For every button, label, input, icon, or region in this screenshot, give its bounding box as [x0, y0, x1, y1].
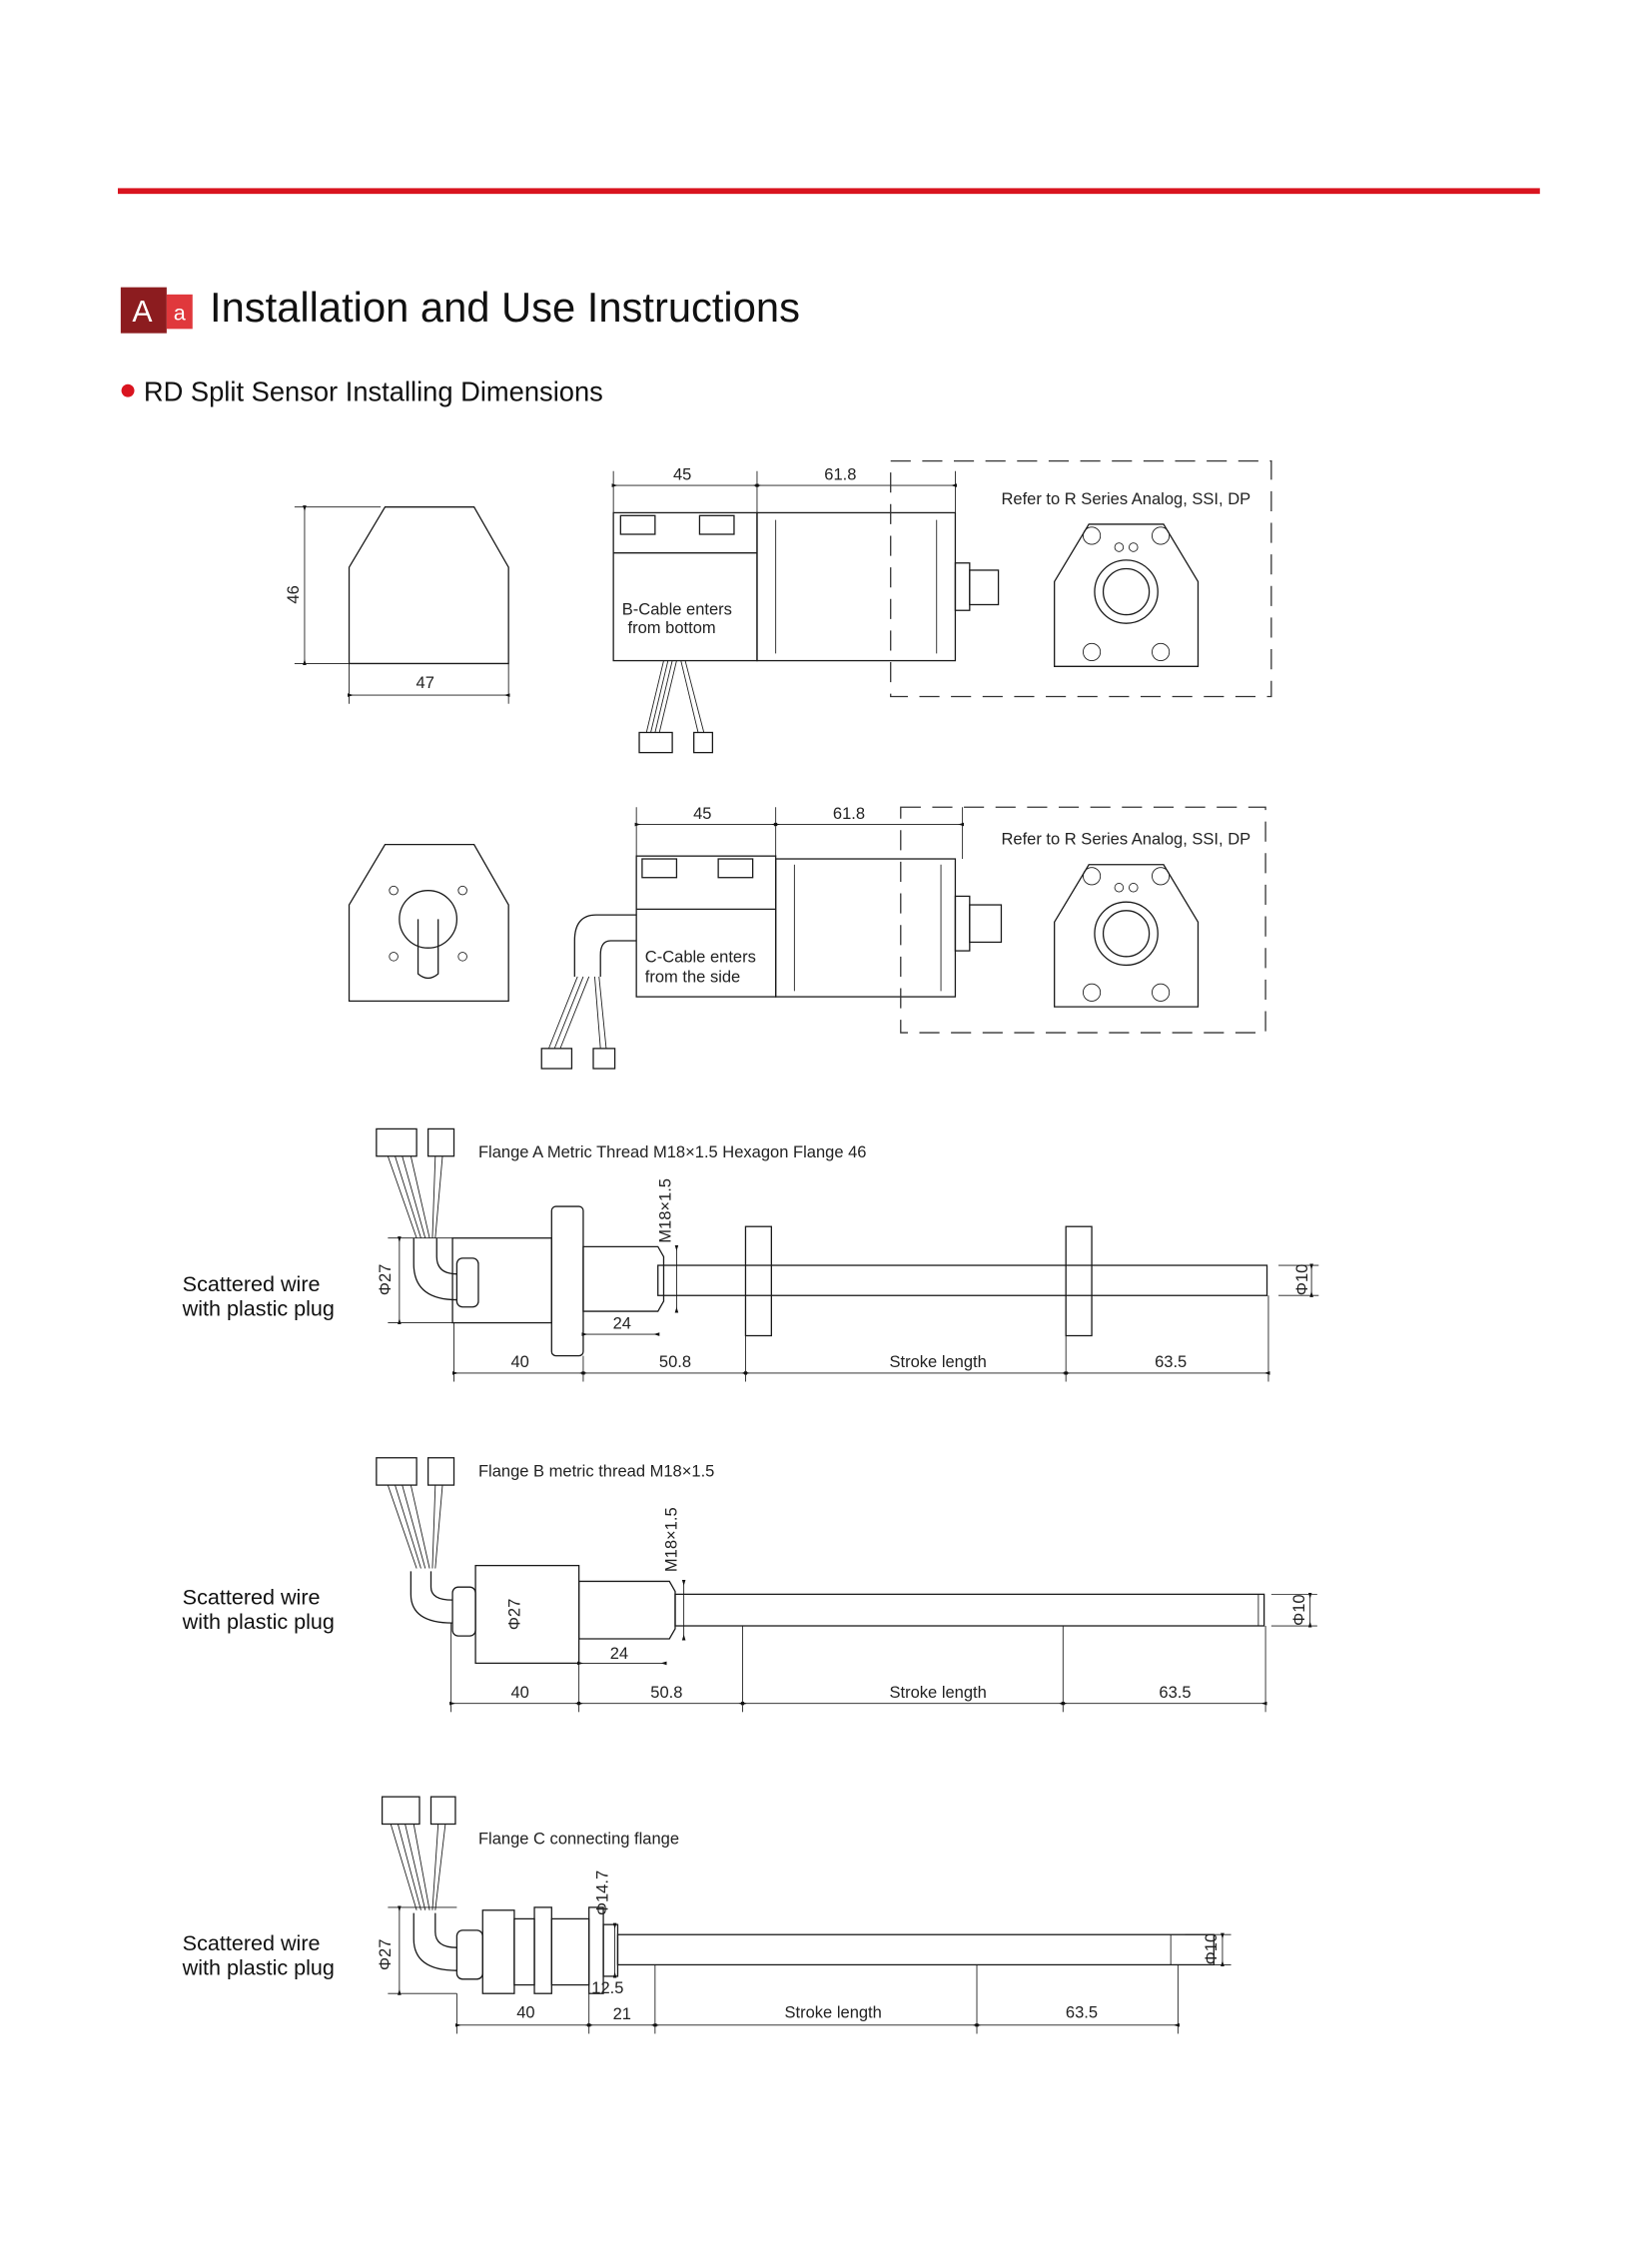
side-label-line1: Scattered wire — [183, 1930, 321, 1955]
view-b-sensor: B-Cable enters from bottom 45 61.8 — [611, 464, 1000, 754]
plug-icon — [638, 731, 673, 754]
plug-icon — [381, 1796, 420, 1826]
plug-icon — [376, 1127, 417, 1157]
plug-icon — [693, 731, 714, 754]
cable-note-line1: C-Cable enters — [645, 948, 756, 967]
reference-note: Refer to R Series Analog, SSI, DP — [1001, 830, 1250, 849]
plug-icon — [426, 1127, 455, 1157]
dia-rod: Φ10 — [1292, 1264, 1311, 1296]
flange-b-drawing: Scattered wire with plastic plug Flange … — [182, 1457, 1317, 1713]
plug-icon — [540, 1048, 573, 1070]
dim-width: 47 — [416, 673, 434, 692]
flange-a-drawing: Scattered wire with plastic plug Flange … — [182, 1127, 1319, 1382]
flange-title: Flange C connecting flange — [478, 1830, 679, 1849]
dim-3: 63.5 — [1066, 2003, 1098, 2022]
cable-note-line2: from the side — [645, 968, 740, 987]
dim-body: 45 — [693, 804, 711, 823]
dia-rod: Φ10 — [1202, 1933, 1221, 1965]
reference-note: Refer to R Series Analog, SSI, DP — [1001, 489, 1250, 508]
section-icon-small-letter: a — [174, 301, 186, 326]
view-c-sensor: C-Cable enters from the side 45 61.8 — [540, 804, 1003, 1070]
view-c-front-profile — [348, 844, 509, 1003]
dia-housing: Φ27 — [505, 1599, 524, 1631]
top-rule — [117, 188, 1540, 195]
flange-title: Flange A Metric Thread M18×1.5 Hexagon F… — [478, 1142, 867, 1161]
dim-stroke: Stroke length — [785, 2003, 882, 2022]
plug-icon — [429, 1796, 456, 1826]
dim-2: 50.8 — [650, 1683, 682, 1702]
thread-length: 24 — [613, 1313, 631, 1332]
connector-face-icon — [1054, 864, 1200, 1008]
dia-housing: Φ27 — [376, 1939, 395, 1971]
dim-3: 63.5 — [1155, 1352, 1187, 1371]
dim-1: 40 — [510, 1683, 528, 1702]
side-label-line2: with plastic plug — [182, 1295, 335, 1320]
dia-flange: Φ14.7 — [592, 1870, 611, 1915]
section-icon: A a — [120, 287, 193, 334]
dim-2: 50.8 — [659, 1352, 691, 1371]
dim-body: 45 — [673, 464, 691, 483]
connector-face-icon — [1054, 523, 1200, 667]
dim-3: 63.5 — [1159, 1683, 1191, 1702]
plug-icon — [376, 1457, 417, 1486]
side-label-line1: Scattered wire — [183, 1584, 321, 1609]
dim-head: 61.8 — [833, 804, 865, 823]
plug-icon — [426, 1457, 455, 1486]
thread-spec: M18×1.5 — [656, 1178, 675, 1243]
dim-1: 40 — [516, 2003, 534, 2022]
dim-1: 40 — [510, 1352, 528, 1371]
flange-c-drawing: Scattered wire with plastic plug Flange … — [182, 1796, 1232, 2034]
side-label-line1: Scattered wire — [183, 1271, 321, 1296]
section-heading: RD Split Sensor Installing Dimensions — [144, 375, 603, 406]
dim-small: 12.5 — [591, 1978, 623, 1997]
cable-note-line1: B-Cable enters — [622, 600, 732, 619]
cable-note-line2: from bottom — [628, 618, 716, 637]
dim-height: 46 — [284, 585, 303, 603]
view-c-reference-box: Refer to R Series Analog, SSI, DP — [900, 806, 1266, 1034]
thread-spec: M18×1.5 — [661, 1507, 680, 1572]
view-b-reference-box: Refer to R Series Analog, SSI, DP — [890, 460, 1272, 698]
plug-icon — [592, 1048, 616, 1070]
dim-stroke: Stroke length — [890, 1683, 987, 1702]
dim-head: 61.8 — [824, 464, 856, 483]
dia-rod: Φ10 — [1289, 1594, 1308, 1626]
section-icon-big-letter: A — [132, 296, 153, 329]
page-title: Installation and Use Instructions — [210, 284, 800, 331]
side-label-line2: with plastic plug — [182, 1954, 335, 1979]
thread-length: 24 — [610, 1644, 628, 1663]
flange-title: Flange B metric thread M18×1.5 — [478, 1461, 714, 1480]
view-b-side-profile: 46 47 — [284, 505, 510, 704]
dia-housing: Φ27 — [376, 1264, 395, 1296]
dim-stroke: Stroke length — [890, 1352, 987, 1371]
dim-2: 21 — [613, 2004, 631, 2023]
side-label-line2: with plastic plug — [182, 1609, 335, 1634]
bullet-icon — [121, 383, 135, 397]
